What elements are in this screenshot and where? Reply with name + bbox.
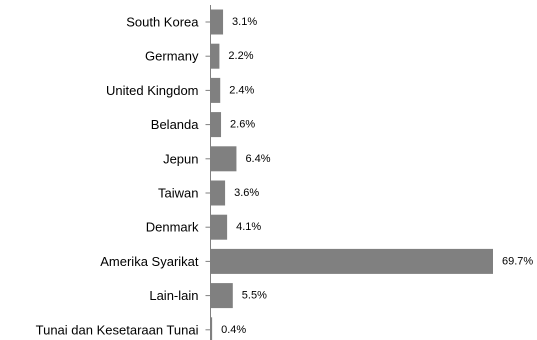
value-label: 6.4% <box>245 153 270 165</box>
category-label: Belanda <box>151 117 199 132</box>
bar <box>210 317 213 340</box>
value-label: 3.1% <box>232 16 257 28</box>
value-label: 3.6% <box>234 187 259 199</box>
value-label: 69.7% <box>502 255 533 267</box>
bars-layer <box>210 9 493 340</box>
bar <box>210 146 237 172</box>
category-label: South Korea <box>126 15 199 30</box>
bar <box>210 77 221 103</box>
category-label: Jepun <box>163 151 198 166</box>
y-axis <box>205 5 211 340</box>
value-label: 2.2% <box>228 50 253 62</box>
value-label: 4.1% <box>236 221 261 233</box>
category-label: Taiwan <box>158 186 198 201</box>
bar <box>210 112 222 138</box>
bar <box>210 180 226 206</box>
bar <box>210 43 220 69</box>
bar <box>210 283 233 309</box>
bar <box>210 9 224 35</box>
category-label: Amerika Syarikat <box>100 254 199 269</box>
value-label: 2.4% <box>229 84 254 96</box>
category-label: Germany <box>145 49 199 64</box>
category-label: United Kingdom <box>106 83 199 98</box>
value-labels: 3.1% 2.2% 2.4% 2.6% 6.4% 3.6% 4.1% 69.7% 5.5% 0.4… <box>221 16 533 336</box>
value-label: 5.5% <box>242 290 267 302</box>
value-label: 2.6% <box>230 119 255 131</box>
bar <box>210 214 228 240</box>
bar <box>210 248 493 274</box>
category-label: Lain-lain <box>149 288 198 303</box>
category-label: Tunai dan Kesetaraan Tunai <box>36 322 199 337</box>
category-label: Denmark <box>146 220 199 235</box>
value-label: 0.4% <box>221 324 246 336</box>
